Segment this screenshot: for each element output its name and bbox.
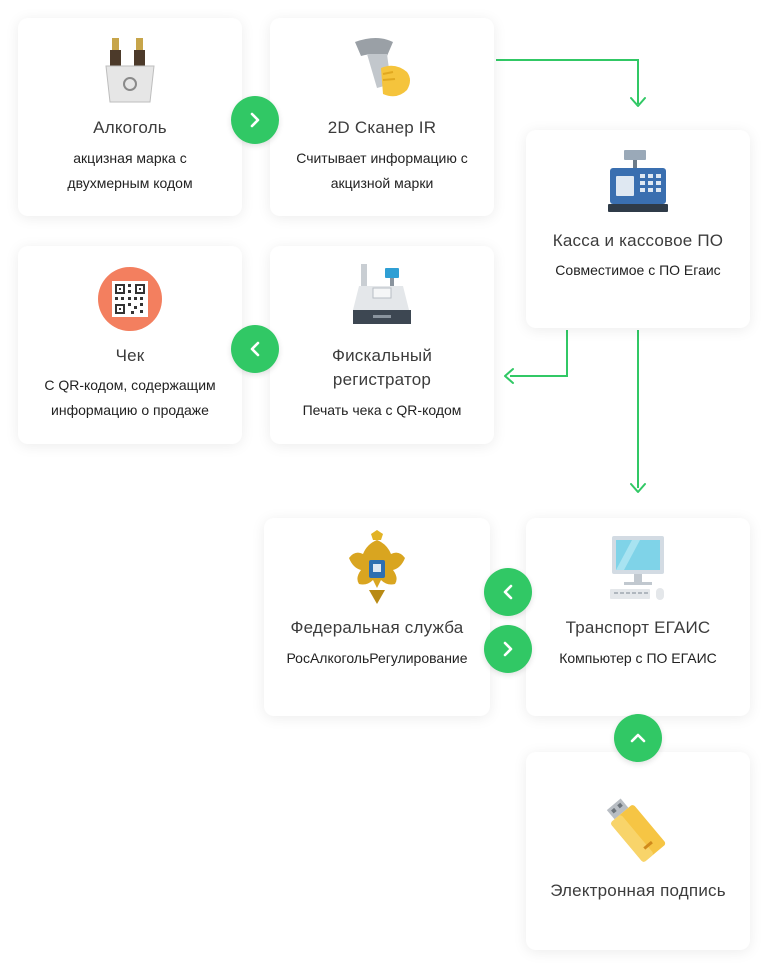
fiscal-printer-icon xyxy=(270,262,494,328)
card-fiscal-registrar: Фискальный регистратор Печать чека с QR-… xyxy=(270,246,494,444)
card-title: Электронная подпись xyxy=(550,881,726,900)
to-federal-button[interactable] xyxy=(484,568,532,616)
card-desc-line-1: РосАлкогольРегулирование xyxy=(286,650,468,666)
card-desc-line-1: Совместимое с ПО Егаис xyxy=(555,262,721,278)
chevron-right-icon xyxy=(503,641,513,657)
card-desc-line-2: информацию о продаже xyxy=(51,402,209,418)
card-receipt: Чек С QR-кодом, содержащим информацию о … xyxy=(18,246,242,444)
card-title: 2D Сканер IR xyxy=(327,118,437,137)
barcode-scanner-icon xyxy=(270,34,494,104)
qr-code-icon xyxy=(18,266,242,332)
coat-of-arms-icon xyxy=(264,530,490,606)
card-electronic-signature: Электронная подпись xyxy=(526,752,750,950)
card-desc-line-2: акцизной марки xyxy=(330,175,434,191)
card-alcohol: Алкоголь акцизная марка с двухмерным код… xyxy=(18,18,242,216)
cash-register-icon xyxy=(526,148,750,214)
chevron-left-icon xyxy=(503,584,513,600)
next-step-button[interactable] xyxy=(231,96,279,144)
card-desc-line-1: акцизная марка с xyxy=(73,150,187,166)
card-title-line-1: Фискальный xyxy=(331,346,433,365)
card-desc-line-2: двухмерным кодом xyxy=(67,175,193,191)
card-desc-line-1: Печать чека с QR-кодом xyxy=(302,402,462,418)
arrowhead-down-2 xyxy=(630,483,646,493)
chevron-left-icon xyxy=(250,341,260,357)
card-title: Транспорт ЕГАИС xyxy=(565,618,711,637)
computer-icon xyxy=(526,534,750,602)
card-egais-transport: Транспорт ЕГАИС Компьютер с ПО ЕГАИС xyxy=(526,518,750,716)
card-federal-service: Федеральная служба РосАлкогольРегулирова… xyxy=(264,518,490,716)
signature-up-button[interactable] xyxy=(614,714,662,762)
connector-scanner-to-register xyxy=(496,59,639,104)
card-title: Федеральная служба xyxy=(290,618,464,637)
chevron-up-icon xyxy=(630,733,646,743)
connector-register-to-fiscal xyxy=(510,330,568,377)
card-cash-register: Касса и кассовое ПО Совместимое с ПО Ега… xyxy=(526,130,750,328)
card-desc-line-1: Считывает информацию с xyxy=(296,150,468,166)
card-desc-line-1: Компьютер с ПО ЕГАИС xyxy=(559,650,717,666)
chevron-right-icon xyxy=(250,112,260,128)
wine-bucket-icon xyxy=(18,36,242,106)
prev-step-button[interactable] xyxy=(231,325,279,373)
arrowhead-left xyxy=(504,368,514,384)
card-desc-line-1: С QR-кодом, содержащим xyxy=(44,377,216,393)
card-title: Чек xyxy=(115,346,145,365)
card-title: Касса и кассовое ПО xyxy=(552,231,724,250)
usb-token-icon xyxy=(526,792,750,862)
card-scanner: 2D Сканер IR Считывает информацию с акци… xyxy=(270,18,494,216)
to-transport-button[interactable] xyxy=(484,625,532,673)
card-title: Алкоголь xyxy=(93,118,167,137)
card-title-line-2: регистратор xyxy=(332,370,432,389)
arrowhead-down-1 xyxy=(630,97,646,107)
